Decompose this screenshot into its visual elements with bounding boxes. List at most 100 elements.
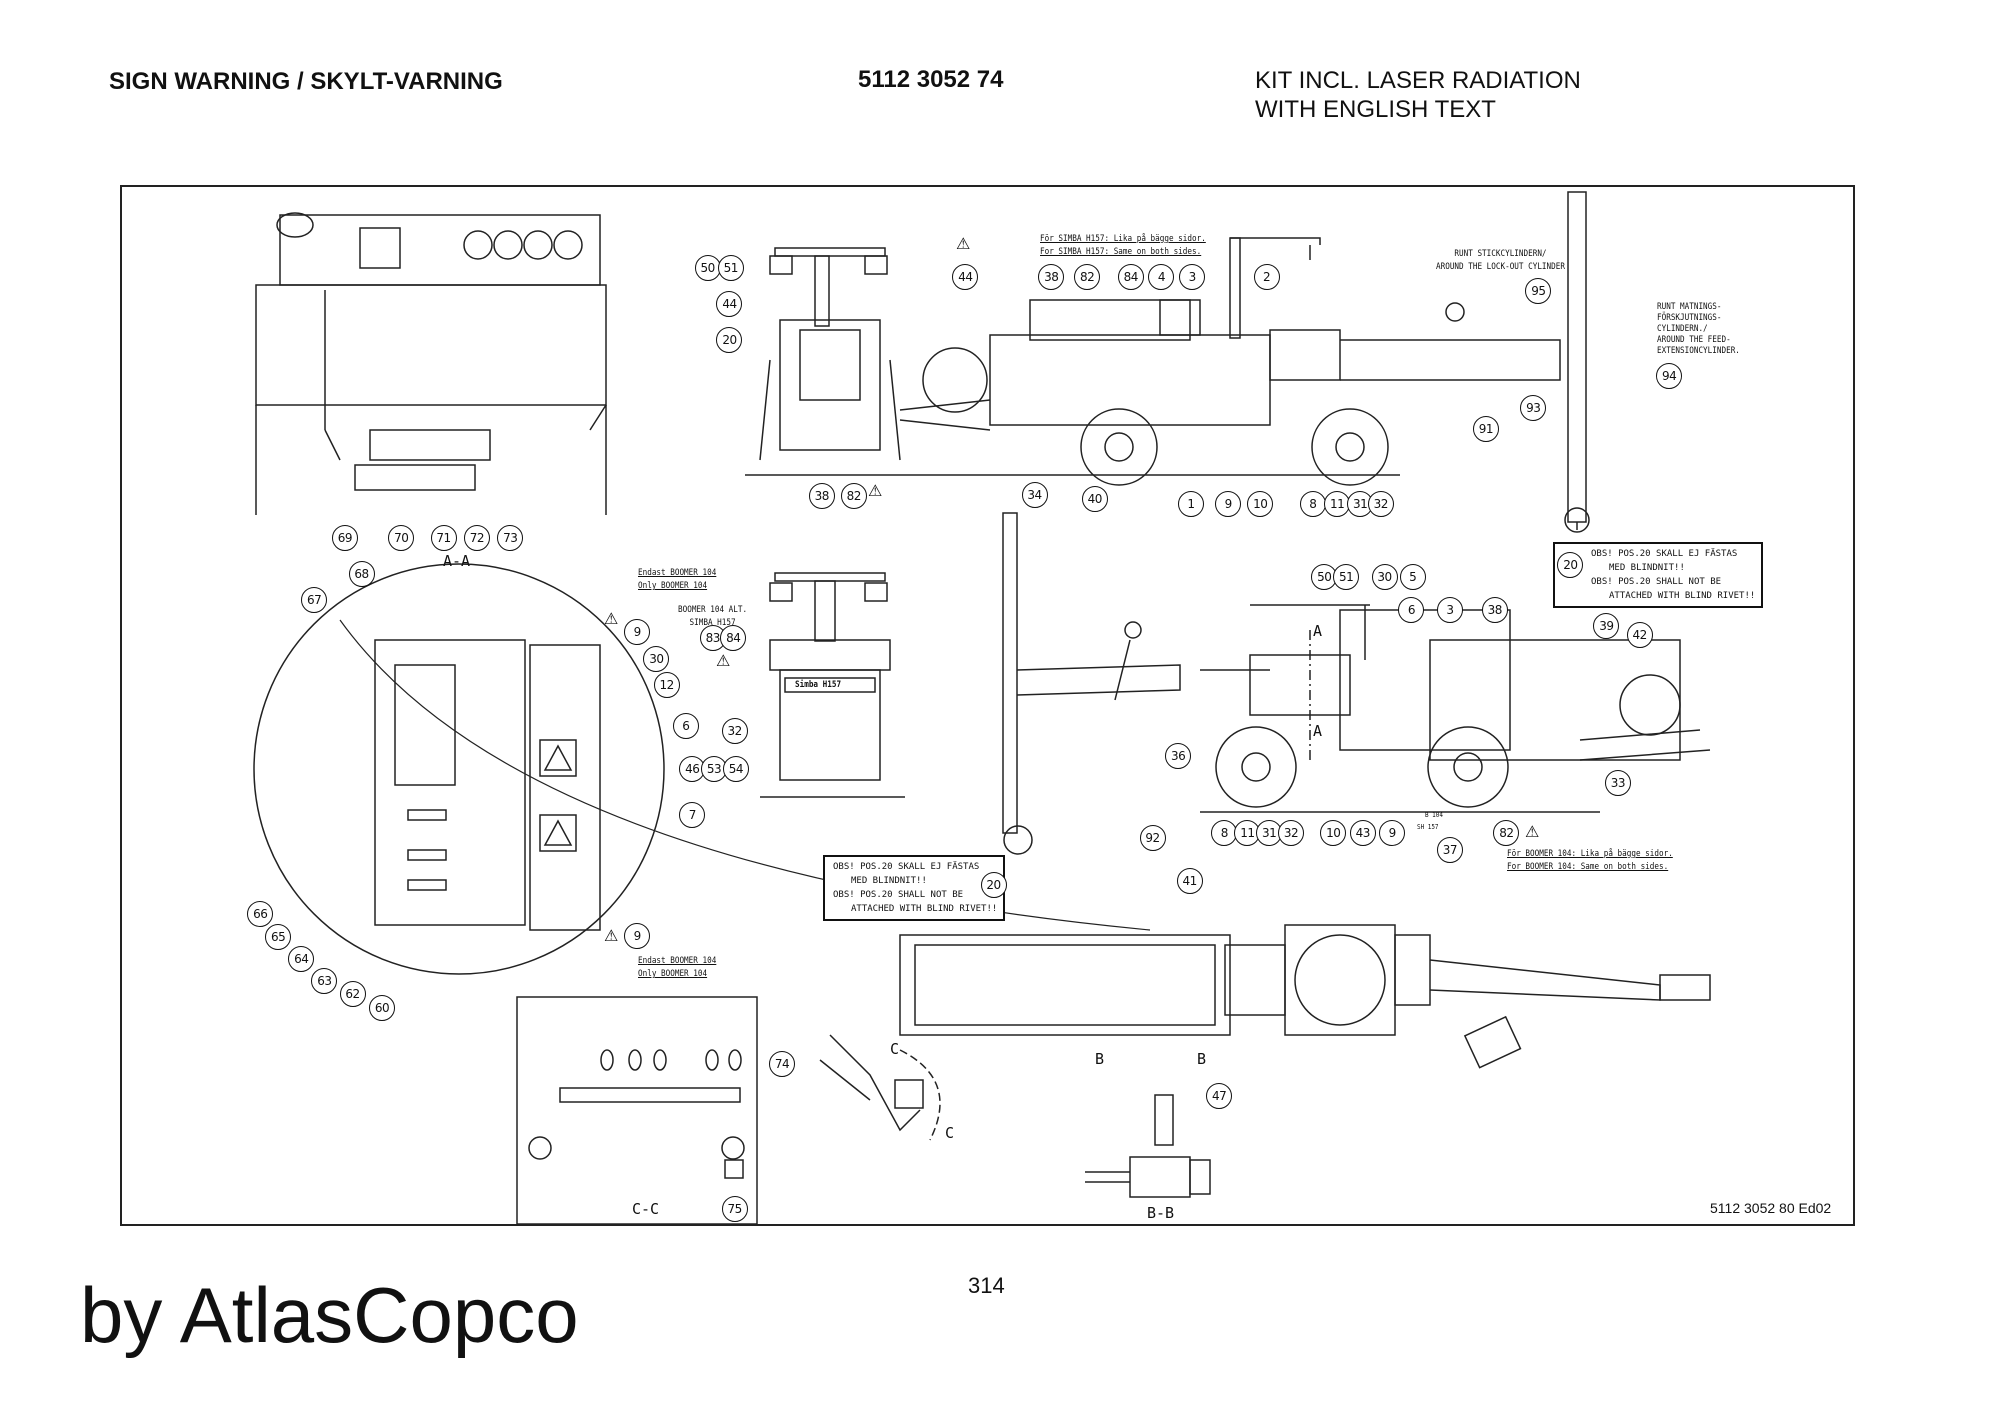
callout-bubble: 74 [769, 1051, 796, 1078]
boomer-alt-1: BOOMER 104 ALT. [678, 605, 748, 615]
callout-bubble: 1 [1177, 490, 1204, 517]
description-line-2: WITH ENGLISH TEXT [1255, 96, 1496, 123]
callout-bubble: 9 [624, 619, 651, 646]
section-marker-a-bottom: A [1313, 722, 1323, 740]
document-title: SIGN WARNING / SKYLT-VARNING [109, 68, 503, 95]
callout-bubble: 20 [716, 326, 743, 353]
note-feed-4: AROUND THE FEED- [1657, 335, 1731, 345]
note-boomer-only-1: Endast BOOMER 104 Only BOOMER 104 [638, 567, 716, 593]
callout-bubble: 38 [1038, 263, 1065, 290]
callout-bubble: 32 [1277, 820, 1304, 847]
callout-bubble: 84 [720, 625, 747, 652]
section-marker-b-right: B [1197, 1050, 1207, 1068]
front-view-machine-2 [760, 572, 905, 798]
note-feed-extension: RUNT MATNINGS- FÖRSKJUTNINGS- CYLINDERN.… [1657, 302, 1740, 357]
note-lockout-en: AROUND THE LOCK-OUT CYLINDER [1436, 262, 1565, 272]
callout-bubble: 94 [1656, 362, 1683, 389]
obs-note-box-1: OBS! POS.20 SKALL EJ FÄSTAS MED BLINDNIT… [1553, 542, 1764, 608]
note-lockout-sv: RUNT STICKCYLINDERN/ [1454, 249, 1547, 259]
callout-bubble: 9 [1215, 490, 1242, 517]
callout-bubble: 92 [1139, 825, 1166, 852]
warning-triangle-icon: ⚠ [956, 236, 971, 253]
callout-bubble: 34 [1021, 481, 1048, 508]
callout-bubble: 44 [952, 263, 979, 290]
note-feed-2: FÖRSKJUTNINGS- [1657, 313, 1722, 323]
warning-triangle-icon: ⚠ [604, 928, 619, 945]
side-view-machine-1 [899, 191, 1590, 533]
callout-bubble: 30 [643, 645, 670, 672]
brand-footer: by AtlasCopco [80, 1271, 579, 1359]
section-bb-view [1085, 1094, 1211, 1198]
callout-bubble: 95 [1525, 278, 1552, 304]
section-marker-a-top: A [1313, 622, 1323, 640]
note-boomer: För BOOMER 104: Lika på bägge sidor. For… [1507, 848, 1673, 874]
callout-bubble: 69 [331, 525, 358, 552]
callout-bubble: 84 [1117, 263, 1144, 290]
callout-bubble: 38 [1481, 597, 1508, 624]
section-c-bracket [819, 1034, 941, 1141]
boomer-alt-2: SIMBA H157 [689, 618, 736, 628]
obs-2: MED BLINDNIT!! [1609, 563, 1685, 573]
callout-bubble: 44 [716, 290, 743, 317]
callout-bubble: 47 [1206, 1083, 1233, 1110]
side-view-machine-2 [1002, 512, 1711, 855]
callout-bubble: 37 [1436, 836, 1463, 863]
callout-bubble: 36 [1165, 743, 1192, 770]
drawing-number: 5112 3052 80 Ed02 [1710, 1200, 1832, 1216]
callout-bubble: 51 [717, 254, 744, 281]
callout-bubble: 3 [1179, 263, 1206, 290]
callout-bubble: 93 [1520, 394, 1547, 421]
callout-bubble: 39 [1593, 612, 1620, 639]
callout-bubble: 20 [1557, 552, 1584, 579]
warning-triangle-icon: ⚠ [604, 611, 619, 628]
callout-bubble: 9 [624, 922, 651, 949]
callout-bubble: 70 [388, 525, 415, 552]
callout-bubble: 82 [1493, 820, 1520, 847]
callout-bubble: 10 [1320, 820, 1347, 847]
callout-bubble: 41 [1176, 867, 1203, 894]
callout-bubble: 38 [808, 483, 835, 510]
callout-bubble: 10 [1247, 490, 1274, 517]
note-boomer-alt: BOOMER 104 ALT. SIMBA H157 [678, 604, 747, 630]
callout-bubble: 3 [1436, 597, 1463, 624]
callout-bubble: 71 [430, 525, 457, 552]
note-simba-sv: För SIMBA H157: Lika på bägge sidor. [1040, 234, 1206, 244]
section-marker-c-bottom: C [945, 1124, 955, 1142]
section-aa-view [255, 212, 607, 515]
section-label-bb: B-B [1147, 1204, 1175, 1222]
callout-bubble: 4 [1148, 263, 1175, 290]
callout-bubble: 66 [247, 901, 274, 928]
note-simba: För SIMBA H157: Lika på bägge sidor. For… [1040, 233, 1206, 259]
callout-bubble: 11 [1324, 490, 1351, 517]
boomer-only-sv: Endast BOOMER 104 [638, 956, 717, 966]
note-sh157: SH 157 [1417, 823, 1439, 831]
section-marker-c-top: C [890, 1040, 900, 1058]
section-marker-b-left: B [1095, 1050, 1105, 1068]
callout-bubble: 30 [1371, 563, 1398, 590]
callout-bubble: 54 [722, 756, 749, 783]
callout-bubble: 60 [369, 994, 396, 1021]
callout-bubble: 31 [1347, 490, 1374, 517]
drawing-frame [120, 185, 1855, 1226]
obs-1: OBS! POS.20 SKALL EJ FÄSTAS [1591, 549, 1738, 559]
callout-bubble: 82 [1074, 263, 1101, 290]
note-boomer-only-2: Endast BOOMER 104 Only BOOMER 104 [638, 955, 716, 981]
obs-4: ATTACHED WITH BLIND RIVET!! [851, 904, 998, 914]
note-simba-en: For SIMBA H157: Same on both sides. [1040, 247, 1202, 257]
obs-3: OBS! POS.20 SHALL NOT BE [833, 890, 964, 900]
callout-bubble: 40 [1081, 485, 1108, 512]
section-cc-view [516, 996, 758, 1225]
callout-bubble: 50 [694, 254, 721, 281]
callout-bubble: 33 [1604, 770, 1631, 797]
boomer-only-en: Only BOOMER 104 [638, 969, 708, 979]
note-b104: B 104 [1425, 811, 1443, 819]
callout-bubble: 64 [288, 945, 315, 972]
callout-bubble: 43 [1349, 820, 1376, 847]
note-lockout: RUNT STICKCYLINDERN/ AROUND THE LOCK-OUT… [1436, 248, 1565, 274]
obs-2: MED BLINDNIT!! [851, 876, 927, 886]
warning-triangle-icon: ⚠ [868, 483, 883, 500]
callout-bubble: 20 [980, 871, 1007, 898]
callout-bubble: 68 [348, 561, 375, 588]
description-line-1: KIT INCL. LASER RADIATION [1255, 67, 1581, 94]
